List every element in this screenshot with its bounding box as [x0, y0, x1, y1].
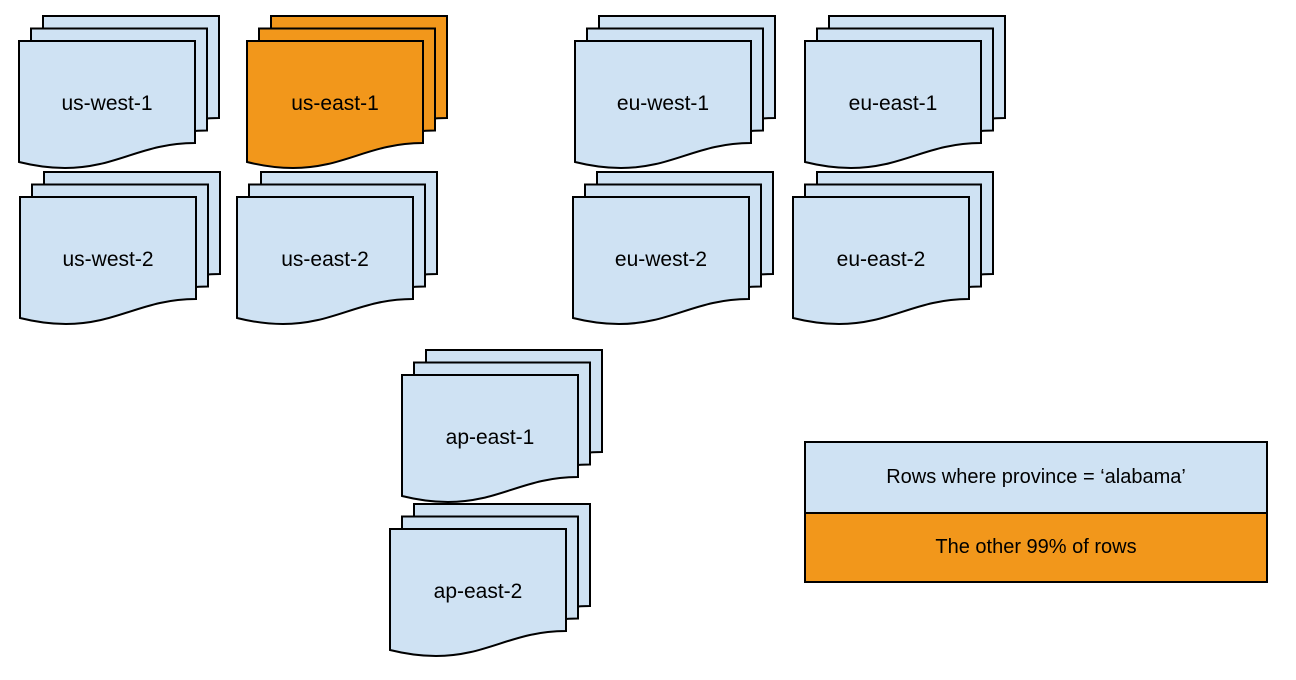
region-label: us-east-1 [291, 92, 379, 115]
legend-item-other-rows: The other 99% of rows [806, 512, 1266, 581]
document-sheet-front [19, 196, 197, 326]
region-stack-us-east-1: us-east-1 [245, 14, 450, 171]
region-stack-ap-east-1: ap-east-1 [400, 348, 605, 505]
legend-item-label: Rows where province = ‘alabama’ [886, 466, 1186, 488]
document-stack-graphic: eu-east-2 [792, 171, 994, 326]
document-sheet-front [792, 196, 970, 326]
region-stack-eu-east-2: eu-east-2 [791, 170, 996, 327]
legend: Rows where province = ‘alabama’ The othe… [804, 441, 1268, 583]
document-stack-graphic: us-west-1 [18, 15, 220, 170]
region-stack-eu-west-1: eu-west-1 [573, 14, 778, 171]
region-stack-us-west-2: us-west-2 [18, 170, 223, 327]
document-sheet-front [18, 40, 196, 170]
region-stack-us-west-1: us-west-1 [17, 14, 222, 171]
document-stack-graphic: us-east-1 [246, 15, 448, 170]
region-stack-ap-east-2: ap-east-2 [388, 502, 593, 659]
region-label: us-west-1 [61, 92, 152, 115]
document-sheet-front [389, 528, 567, 658]
document-stack-graphic: eu-west-1 [574, 15, 776, 170]
document-stack-graphic: ap-east-1 [401, 349, 603, 504]
region-label: ap-east-2 [434, 580, 523, 603]
region-stack-us-east-2: us-east-2 [235, 170, 440, 327]
document-stack-graphic: eu-west-2 [572, 171, 774, 326]
region-stack-eu-west-2: eu-west-2 [571, 170, 776, 327]
document-sheet-front [574, 40, 752, 170]
region-label: us-east-2 [281, 248, 369, 271]
region-stack-eu-east-1: eu-east-1 [803, 14, 1008, 171]
document-sheet-front [401, 374, 579, 504]
document-sheet-front [572, 196, 750, 326]
region-label: ap-east-1 [446, 426, 535, 449]
legend-item-province-rows: Rows where province = ‘alabama’ [806, 443, 1266, 512]
document-stack-graphic: eu-east-1 [804, 15, 1006, 170]
document-stack-graphic: us-west-2 [19, 171, 221, 326]
region-label: eu-east-1 [849, 92, 938, 115]
document-stack-graphic: ap-east-2 [389, 503, 591, 658]
document-stack-graphic: us-east-2 [236, 171, 438, 326]
region-label: eu-east-2 [837, 248, 926, 271]
document-sheet-front [236, 196, 414, 326]
region-label: us-west-2 [62, 248, 153, 271]
legend-item-label: The other 99% of rows [935, 536, 1137, 558]
region-label: eu-west-2 [615, 248, 707, 271]
region-label: eu-west-1 [617, 92, 709, 115]
document-sheet-front [804, 40, 982, 170]
document-sheet-front [246, 40, 424, 170]
